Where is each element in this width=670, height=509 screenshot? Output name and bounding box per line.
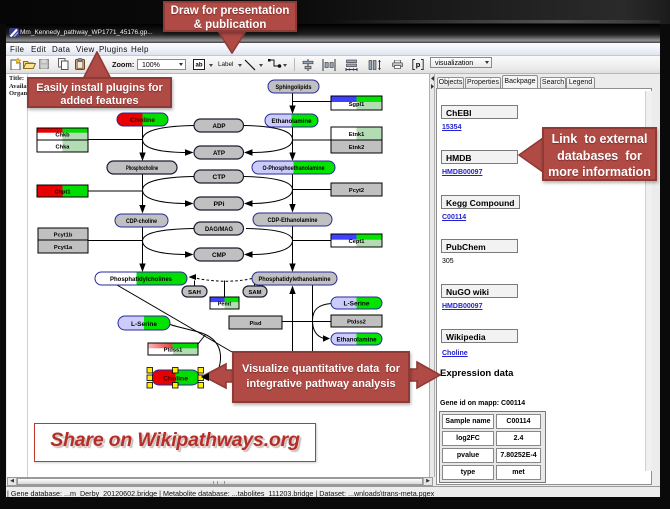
svg-text:Etnk1: Etnk1 — [349, 132, 365, 138]
svg-text:ATP: ATP — [213, 151, 225, 157]
svg-text:Choline: Choline — [163, 376, 189, 382]
svg-text:Ethanolamine: Ethanolamine — [272, 119, 313, 125]
svg-text:Pemt: Pemt — [218, 302, 232, 308]
svg-text:Ptdss2: Ptdss2 — [347, 320, 366, 326]
svg-text:Cept1: Cept1 — [349, 239, 365, 245]
svg-text:L-Serine: L-Serine — [131, 322, 158, 328]
svg-text:Etnk2: Etnk2 — [349, 145, 365, 151]
svg-text:Sphingolipids: Sphingolipids — [276, 85, 313, 91]
svg-text:Chkb: Chkb — [55, 133, 70, 139]
svg-text:Pcyt1a: Pcyt1a — [54, 245, 73, 251]
svg-text:Phosphocholine: Phosphocholine — [126, 166, 158, 172]
svg-text:CDP-choline: CDP-choline — [126, 219, 158, 225]
svg-text:Ethanolamine: Ethanolamine — [337, 337, 378, 343]
svg-text:Phosphatidylcholines: Phosphatidylcholines — [110, 277, 173, 283]
svg-text:Ptdss1: Ptdss1 — [164, 348, 183, 354]
svg-text:Sgpl1: Sgpl1 — [349, 102, 365, 108]
svg-text:Pisd: Pisd — [249, 321, 262, 327]
svg-text:CMP: CMP — [212, 253, 226, 259]
svg-text:CTP: CTP — [213, 175, 226, 181]
svg-text:Choline: Choline — [130, 118, 156, 124]
svg-text:p: p — [416, 60, 421, 69]
svg-text:Chka: Chka — [56, 145, 71, 151]
svg-text:L-Serine: L-Serine — [344, 301, 371, 307]
svg-text:PPi: PPi — [214, 202, 225, 208]
svg-text:SAM: SAM — [249, 290, 262, 296]
svg-text:ADP: ADP — [213, 124, 226, 130]
svg-text:SAH: SAH — [188, 290, 201, 296]
svg-text:O-Phosphoethanolamine: O-Phosphoethanolamine — [263, 166, 326, 172]
svg-text:Pcyt2: Pcyt2 — [349, 188, 364, 194]
svg-text:DAG/MAG: DAG/MAG — [205, 227, 233, 233]
svg-text:ab: ab — [195, 63, 202, 69]
svg-text:Phosphatidylethanolamine: Phosphatidylethanolamine — [259, 277, 332, 283]
svg-text:Chpt1: Chpt1 — [54, 190, 70, 196]
svg-text:CDP-Ethanolamine: CDP-Ethanolamine — [268, 218, 319, 224]
svg-text:Pcyt1b: Pcyt1b — [54, 233, 73, 239]
